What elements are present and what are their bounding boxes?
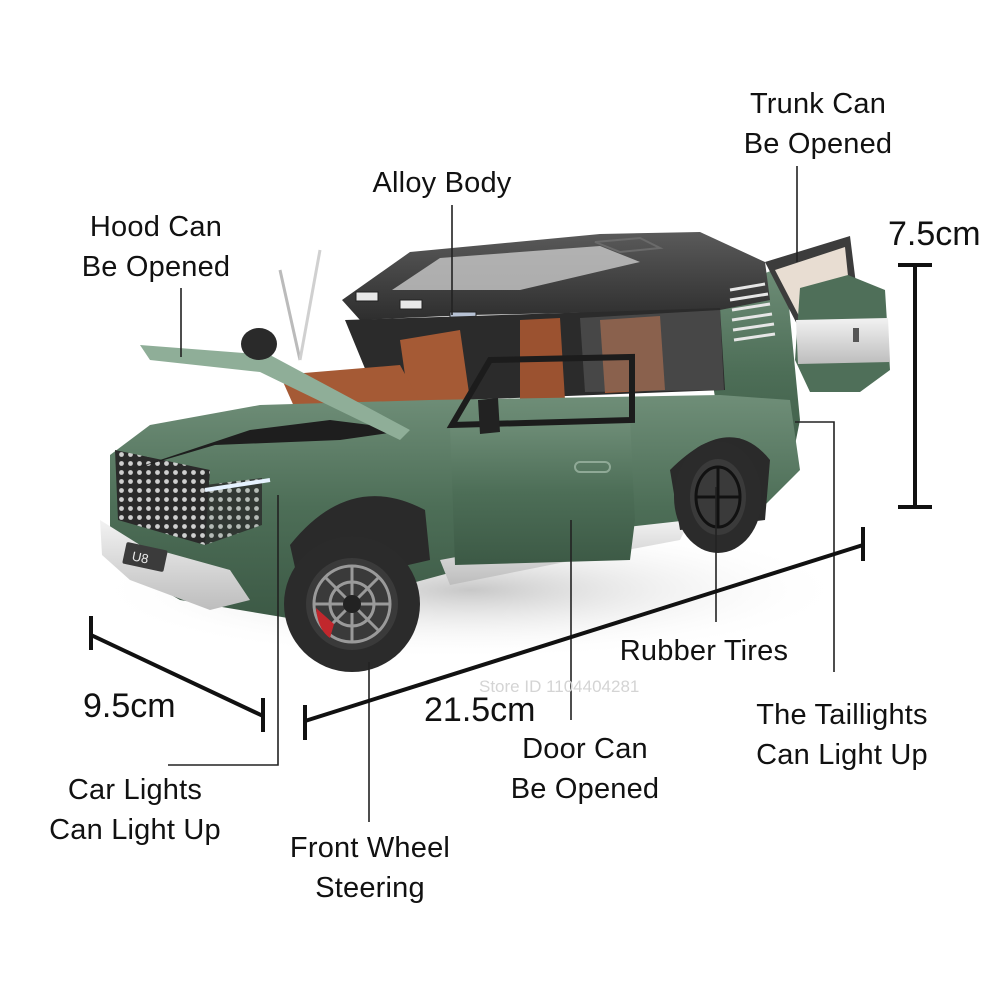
label-line: Door Can bbox=[522, 733, 648, 765]
label-line: Be Opened bbox=[510, 773, 660, 805]
roof bbox=[342, 232, 776, 342]
model-badge: U8 bbox=[130, 548, 151, 567]
label-rubber-tires: Rubber Tires bbox=[598, 631, 810, 671]
label-taillights-can-light-up: The Taillights Can Light Up bbox=[732, 695, 952, 775]
label-line: Front Wheel bbox=[289, 832, 451, 864]
store-watermark: Store ID 1104404281 bbox=[479, 677, 640, 696]
dimension-height: 7.5cm bbox=[888, 215, 981, 253]
label-line: Alloy Body bbox=[372, 167, 512, 199]
front-door-open bbox=[446, 353, 635, 565]
leader-car-lights bbox=[168, 495, 279, 766]
label-line: The Taillights bbox=[756, 699, 928, 731]
label-car-lights-can-light-up: Car Lights Can Light Up bbox=[30, 770, 240, 850]
label-line: Be Opened bbox=[743, 128, 893, 160]
front-wheel bbox=[284, 536, 420, 672]
hood-open bbox=[130, 249, 410, 470]
rear-wheel bbox=[674, 441, 762, 553]
label-line: Be Opened bbox=[81, 251, 231, 283]
length-bar bbox=[304, 543, 864, 723]
label-line: Can Light Up bbox=[756, 739, 928, 771]
leader-taillights bbox=[795, 421, 835, 672]
label-line: Trunk Can bbox=[749, 88, 887, 120]
label-hood-can-be-opened: Hood Can Be Opened bbox=[66, 207, 246, 287]
label-line: Rubber Tires bbox=[619, 635, 789, 667]
label-door-can-be-opened: Door Can Be Opened bbox=[490, 729, 680, 809]
label-line: Steering bbox=[315, 872, 425, 904]
label-alloy-body: Alloy Body bbox=[352, 163, 532, 203]
label-line: Hood Can bbox=[89, 211, 223, 243]
label-trunk-can-be-opened: Trunk Can Be Opened bbox=[728, 84, 908, 164]
dimension-length: 21.5cm bbox=[424, 691, 536, 729]
leader-lines bbox=[168, 166, 835, 822]
dimension-width: 9.5cm bbox=[83, 687, 176, 725]
dimension-bars bbox=[89, 263, 932, 740]
width-bar bbox=[90, 633, 264, 718]
label-line: Car Lights bbox=[67, 774, 203, 806]
label-line: Can Light Up bbox=[49, 814, 221, 846]
label-front-wheel-steering: Front Wheel Steering bbox=[270, 828, 470, 908]
